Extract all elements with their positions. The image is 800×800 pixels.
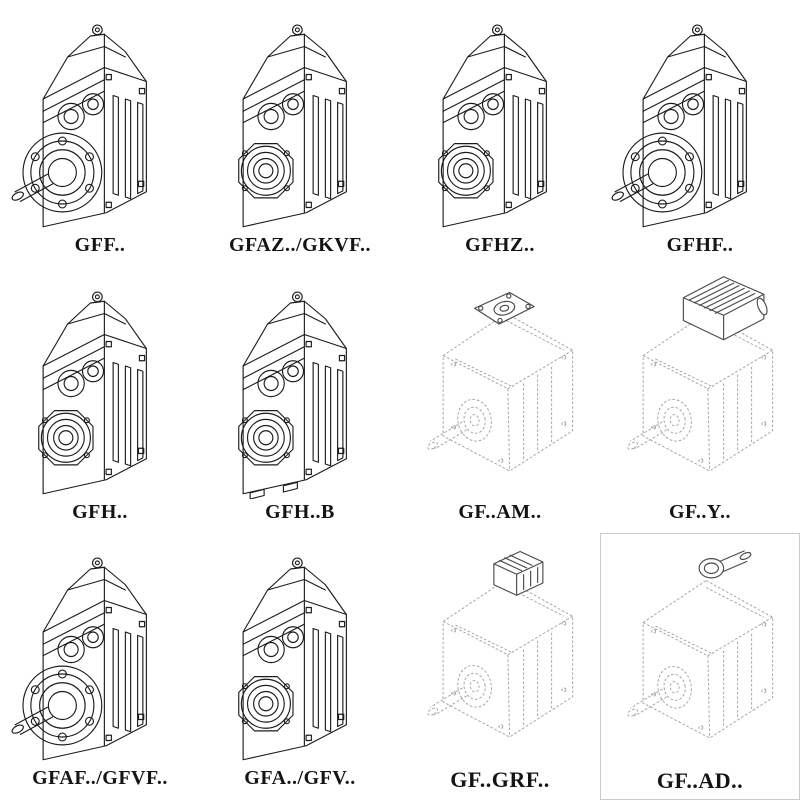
- gearbox-body: [11, 25, 147, 227]
- gearbox-body: [39, 292, 147, 494]
- catalog-cell-gf-am: GF..AM..: [400, 267, 600, 533]
- catalog-cell-gfhz: GFHZ..: [400, 0, 600, 267]
- gearbox-body-phantom: [626, 313, 774, 472]
- gearbox-body-phantom: [426, 313, 574, 472]
- catalog-cell-gf-grf: GF..GRF..: [400, 533, 600, 800]
- model-label-gf-y: GF..Y..: [668, 501, 732, 523]
- gearbox-body-phantom: [626, 580, 774, 739]
- catalog-cell-gf-y: GF..Y..: [600, 267, 800, 533]
- gearbox-drawing-hollow: [401, 8, 599, 232]
- catalog-cell-gfaf-gfvf: GFAF../GFVF..: [0, 533, 200, 800]
- gearbox-body: [239, 558, 347, 760]
- gearbox-drawing-flange: [1, 8, 199, 232]
- gearbox-drawing-backstop: [426, 550, 574, 738]
- gearbox-drawing-input-adapter: [626, 550, 774, 739]
- catalog-cell-gf-ad: GF..AD..: [600, 533, 800, 800]
- gearbox-body-phantom: [426, 579, 574, 738]
- gearbox-body: [239, 25, 347, 227]
- model-label-gfhz: GFHZ..: [465, 234, 535, 256]
- catalog-cell-gfa-gfv: GFA../GFV..: [200, 533, 400, 800]
- model-label-gff: GFF..: [74, 234, 126, 256]
- gearbox-drawing-hollow-foot: [201, 275, 399, 499]
- gearbox-body: [439, 25, 547, 227]
- gearbox-drawing-flange: [1, 541, 199, 765]
- catalog-cell-gfh: GFH..: [0, 267, 200, 533]
- model-label-gfh: GFH..: [72, 501, 128, 523]
- backstop-attachment: [493, 550, 544, 596]
- catalog-cell-gfh-b: GFH..B: [200, 267, 400, 533]
- gearbox-body: [611, 25, 747, 227]
- catalog-cell-gfaz-gkvf: GFAZ../GKVF..: [200, 0, 400, 267]
- model-label-gfhf: GFHF..: [666, 234, 734, 256]
- input-shaft-attachment: [698, 550, 753, 579]
- catalog-cell-gfhf: GFHF..: [600, 0, 800, 267]
- model-label-gf-ad: GF..AD..: [656, 768, 744, 793]
- model-label-gf-grf: GF..GRF..: [450, 767, 550, 792]
- gearbox-drawing-hollow: [201, 8, 399, 232]
- gearbox-body: [239, 292, 347, 494]
- gearbox-drawing-flange: [601, 8, 799, 232]
- gearbox-drawing-hollow: [201, 541, 399, 765]
- mounting-feet: [249, 481, 298, 499]
- model-label-gf-am: GF..AM..: [458, 501, 542, 523]
- catalog-cell-gff: GFF..: [0, 0, 200, 267]
- gearbox-drawing-motor-adapter: [426, 291, 574, 472]
- model-label-gfa-gfv: GFA../GFV..: [244, 767, 356, 789]
- model-label-gfh-b: GFH..B: [265, 501, 335, 523]
- gearbox-drawing-with-motor: [626, 276, 774, 472]
- model-label-gfaf-gfvf: GFAF../GFVF..: [32, 767, 168, 789]
- model-label-gfaz-gkvf: GFAZ../GKVF..: [228, 234, 372, 256]
- gearbox-body: [11, 558, 147, 760]
- square-flange-attachment: [474, 291, 535, 325]
- motor-attachment: [682, 276, 770, 341]
- gearbox-drawing-hollow: [1, 275, 199, 499]
